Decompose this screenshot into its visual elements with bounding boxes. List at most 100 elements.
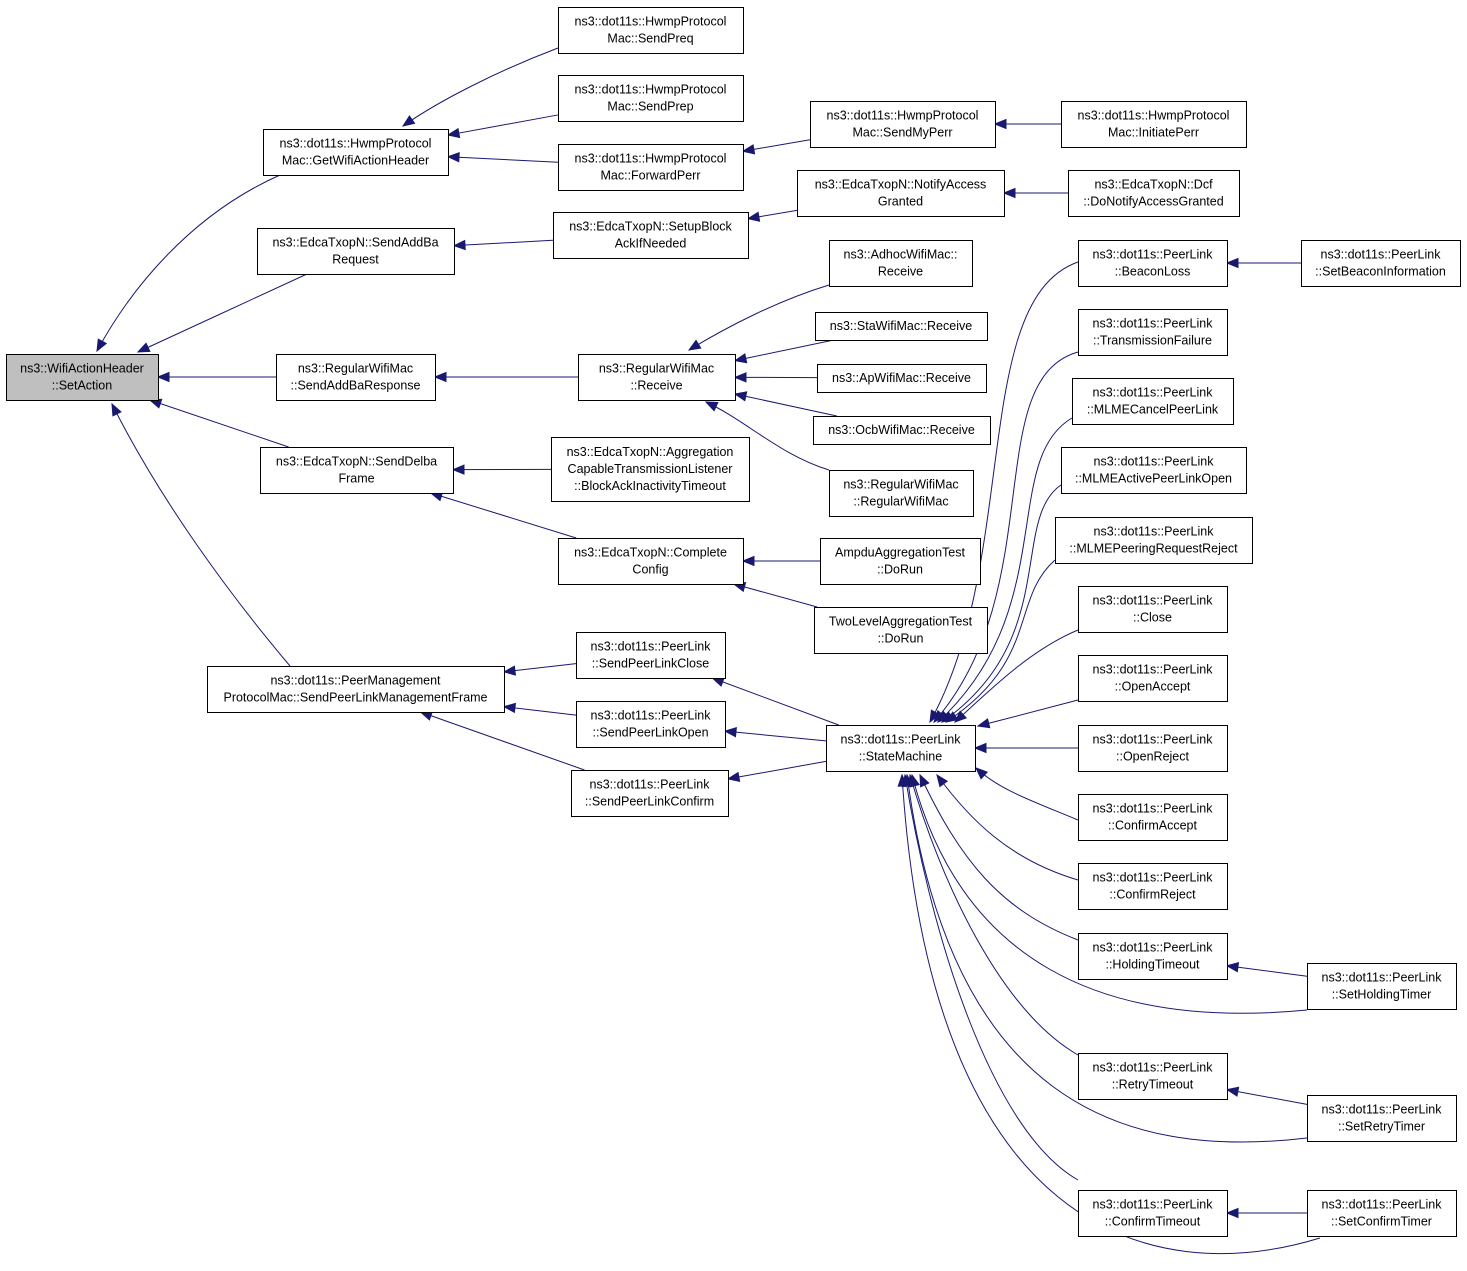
node-mlmeactive[interactable]: ns3::dot11s::PeerLink::MLMEActivePeerLin… [1061,447,1247,494]
node-mlmepeering-box [1055,517,1253,564]
node-mlmepeering[interactable]: ns3::dot11s::PeerLink::MLMEPeeringReques… [1055,517,1253,564]
edge-beaconloss-to-statemachine-arrowhead [929,709,941,724]
node-sendprep-box [558,75,744,122]
edge-adhocreceive-to-regreceive [687,284,830,351]
node-ocbreceive-label-line: ns3::OcbWifiMac::Receive [828,423,975,437]
node-mlmeactive-label-line: ::MLMEActivePeerLinkOpen [1075,472,1232,486]
node-setaction[interactable]: ns3::WifiActionHeader::SetAction [6,354,159,401]
node-sendplopen-label-line: ns3::dot11s::PeerLink [591,709,712,723]
node-dcfnotify-label-line: ns3::EdcaTxopN::Dcf [1094,178,1213,192]
node-forwardperr[interactable]: ns3::dot11s::HwmpProtocolMac::ForwardPer… [558,144,744,191]
node-stareceive[interactable]: ns3::StaWifiMac::Receive [815,312,988,341]
edge-mlmepeering-to-statemachine-line [945,559,1056,723]
node-regreceive[interactable]: ns3::RegularWifiMac::Receive [578,354,736,401]
edge-dcfnotify-to-notifyaccess [1002,187,1068,199]
node-confirmreject[interactable]: ns3::dot11s::PeerLink::ConfirmReject [1078,863,1228,910]
edge-setretry-to-retrytimeout [1225,1086,1308,1105]
node-mlmecancel[interactable]: ns3::dot11s::PeerLink::MLMECancelPeerLin… [1072,378,1234,425]
node-sendplconfirm-box [571,770,729,817]
node-notifyaccess-label-line: Granted [878,195,923,209]
edge-sendpreq-to-getwifi-line [402,47,559,127]
node-adhocreceive[interactable]: ns3::AdhocWifiMac::Receive [829,240,973,287]
node-getwifi[interactable]: ns3::dot11s::HwmpProtocolMac::GetWifiAct… [263,129,449,176]
node-beaconloss-box [1078,240,1228,287]
node-confirmtimeout-box [1078,1190,1228,1237]
edge-statemachine-to-sendplclose [711,677,839,726]
node-sendplclose-label-line: ns3::dot11s::PeerLink [591,640,712,654]
edge-senddelba-to-setaction-line [149,399,289,448]
node-retrytimeout[interactable]: ns3::dot11s::PeerLink::RetryTimeout [1078,1053,1228,1100]
node-sendplconfirm[interactable]: ns3::dot11s::PeerLink::SendPeerLinkConfi… [571,770,729,817]
edge-statemachine-to-sendplconfirm-arrowhead [726,771,741,783]
node-sendplopen[interactable]: ns3::dot11s::PeerLink::SendPeerLinkOpen [576,701,726,748]
edge-ampdutest-to-completeconfig-arrowhead [741,555,755,567]
node-regctor[interactable]: ns3::RegularWifiMac::RegularWifiMac [829,470,974,517]
node-statemachine[interactable]: ns3::dot11s::PeerLink::StateMachine [826,725,976,772]
node-twoleveltest[interactable]: TwoLevelAggregationTest::DoRun [814,607,988,654]
node-aggrlistener[interactable]: ns3::EdcaTxopN::AggregationCapableTransm… [551,437,750,502]
node-confirmtimeout[interactable]: ns3::dot11s::PeerLink::ConfirmTimeout [1078,1190,1228,1237]
node-openaccept-box [1078,655,1228,702]
node-setretry[interactable]: ns3::dot11s::PeerLink::SetRetryTimer [1307,1095,1457,1142]
node-holdingtimeout[interactable]: ns3::dot11s::PeerLink::HoldingTimeout [1078,933,1228,980]
node-sendplclose[interactable]: ns3::dot11s::PeerLink::SendPeerLinkClose [576,632,726,679]
node-senddelba-box [260,447,454,494]
edge-peermgmt-to-setaction [111,402,291,667]
node-peermgmt-label-line: ns3::dot11s::PeerManagement [270,674,441,688]
edge-setholding-to-statemachine-line [911,774,1308,1014]
node-notifyaccess[interactable]: ns3::EdcaTxopN::NotifyAccessGranted [797,170,1005,217]
node-peermgmt[interactable]: ns3::dot11s::PeerManagementProtocolMac::… [207,666,505,713]
node-setholding-label-line: ::SetHoldingTimer [1332,988,1432,1002]
node-ampdutest-label-line: AmpduAggregationTest [835,546,965,560]
node-openreject[interactable]: ns3::dot11s::PeerLink::OpenReject [1078,725,1228,772]
node-mlmepeering-label-line: ns3::dot11s::PeerLink [1094,525,1215,539]
node-setupblock-label-line: ns3::EdcaTxopN::SetupBlock [569,220,732,234]
node-adhocreceive-label-line: ns3::AdhocWifiMac:: [844,248,958,262]
node-twoleveltest-box [814,607,988,654]
edge-confirmtimeout-to-statemachine [901,773,1079,1181]
node-mlmeactive-label-line: ns3::dot11s::PeerLink [1094,455,1215,469]
node-setconfirm[interactable]: ns3::dot11s::PeerLink::SetConfirmTimer [1307,1190,1457,1237]
edge-holdingtimeout-to-statemachine [919,773,1079,941]
node-apreceive[interactable]: ns3::ApWifiMac::Receive [817,364,987,393]
node-txfailure[interactable]: ns3::dot11s::PeerLink::TransmissionFailu… [1078,309,1228,356]
node-statemachine-label-line: ns3::dot11s::PeerLink [841,733,962,747]
node-confirmreject-label-line: ns3::dot11s::PeerLink [1093,871,1214,885]
node-openaccept[interactable]: ns3::dot11s::PeerLink::OpenAccept [1078,655,1228,702]
edge-setholding-to-holdingtimeout-arrowhead [1225,962,1240,973]
node-initiateperr[interactable]: ns3::dot11s::HwmpProtocolMac::InitiatePe… [1061,101,1247,148]
node-beaconloss[interactable]: ns3::dot11s::PeerLink::BeaconLoss [1078,240,1228,287]
edge-retrytimeout-to-statemachine [908,773,1079,1056]
edge-aggrlistener-to-senddelba [451,464,552,475]
node-mlmecancel-label-line: ns3::dot11s::PeerLink [1093,386,1214,400]
edge-twoleveltest-to-completeconfig-line [733,583,818,608]
node-sendpreq-label-line: Mac::SendPreq [607,32,693,46]
node-sendpreq-label-line: ns3::dot11s::HwmpProtocol [575,15,727,29]
edge-statemachine-to-sendplopen-line [724,730,827,742]
edge-regreceive-to-sendaddbaresp-arrowhead [433,371,447,383]
edge-setbeaconinfo-to-beaconloss-arrowhead [1225,257,1239,269]
edge-aggrlistener-to-senddelba-arrowhead [451,464,465,475]
node-setupblock-label-line: AckIfNeeded [615,237,687,251]
node-close[interactable]: ns3::dot11s::PeerLink::Close [1078,586,1228,633]
node-retrytimeout-label-line: ::RetryTimeout [1112,1078,1194,1092]
node-ocbreceive[interactable]: ns3::OcbWifiMac::Receive [813,416,991,445]
edge-twoleveltest-to-completeconfig [732,582,818,608]
node-sendaddbaresp[interactable]: ns3::RegularWifiMac::SendAddBaResponse [276,354,436,401]
node-confirmaccept[interactable]: ns3::dot11s::PeerLink::ConfirmAccept [1078,794,1228,841]
node-dcfnotify[interactable]: ns3::EdcaTxopN::Dcf::DoNotifyAccessGrant… [1068,170,1240,217]
node-setholding[interactable]: ns3::dot11s::PeerLink::SetHoldingTimer [1307,963,1457,1010]
node-setbeaconinfo[interactable]: ns3::dot11s::PeerLink::SetBeaconInformat… [1301,240,1461,287]
node-regctor-box [829,470,974,517]
node-openaccept-label-line: ns3::dot11s::PeerLink [1093,663,1214,677]
node-ampdutest[interactable]: AmpduAggregationTest::DoRun [820,538,981,585]
node-txfailure-label-line: ns3::dot11s::PeerLink [1093,317,1214,331]
